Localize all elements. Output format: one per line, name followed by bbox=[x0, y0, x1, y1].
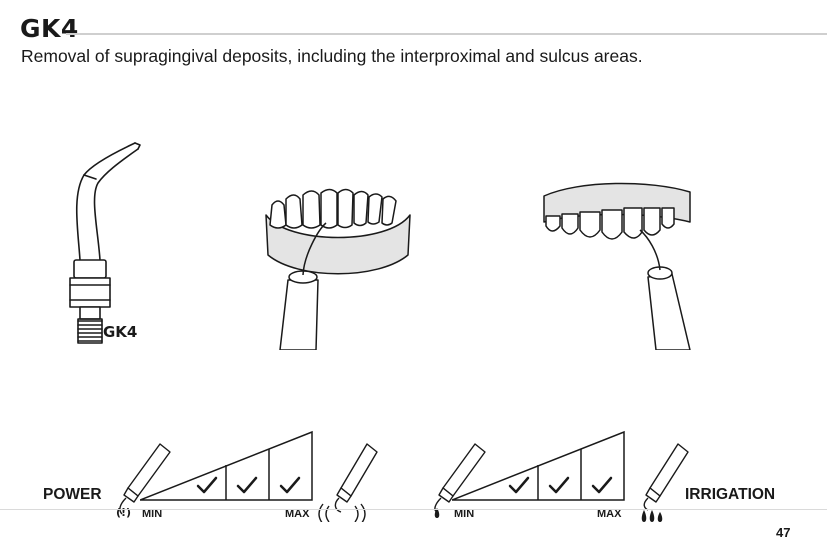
page-number: 47 bbox=[776, 525, 791, 540]
page-subtitle: Removal of supragingival deposits, inclu… bbox=[21, 46, 643, 66]
power-min-label: MIN bbox=[142, 508, 163, 520]
irrigation-min-label: MIN bbox=[454, 508, 475, 520]
irrigation-scale bbox=[452, 430, 625, 501]
water-drops-icon bbox=[641, 443, 689, 522]
irrigation-max-label: MAX bbox=[597, 508, 622, 520]
power-max-label: MAX bbox=[285, 508, 310, 520]
irrigation-label: IRRIGATION bbox=[685, 486, 776, 503]
scaler-tip-icon bbox=[69, 142, 141, 344]
vibration-max-icon bbox=[318, 443, 378, 522]
svg-text:(!): (!) bbox=[116, 506, 131, 519]
power-label: POWER bbox=[43, 486, 102, 503]
lower-teeth-icon bbox=[265, 188, 411, 350]
water-drop-icon bbox=[434, 443, 486, 518]
power-scale bbox=[140, 430, 313, 501]
title-rule bbox=[66, 33, 827, 35]
page-title: GK4 bbox=[20, 14, 79, 43]
tip-model-label: GK4 bbox=[103, 323, 138, 341]
upper-teeth-icon bbox=[543, 182, 691, 350]
footer-rule bbox=[0, 509, 827, 510]
